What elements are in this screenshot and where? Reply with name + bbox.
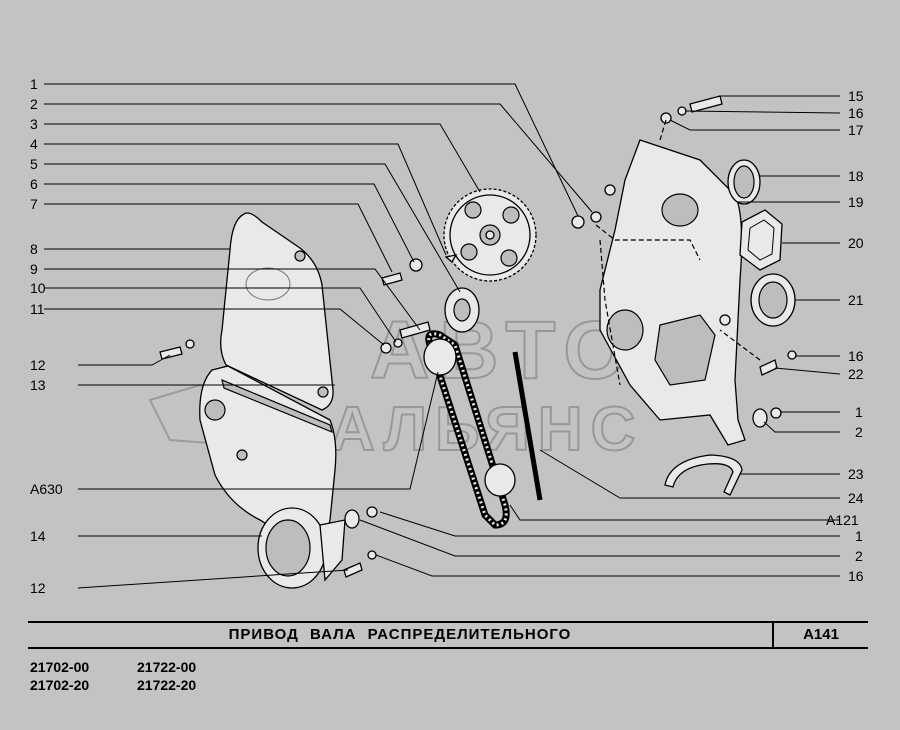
gasket-square [739, 209, 783, 271]
callout-2-right: 2 [855, 424, 863, 440]
tensioner-roller [444, 287, 480, 333]
callout-4: 4 [30, 136, 38, 152]
model-code: 21702-00 [30, 659, 90, 675]
bracket-clip [664, 454, 743, 496]
pulley-shield [257, 507, 346, 589]
callout-8: 8 [30, 241, 38, 257]
callout-16-lower: 16 [848, 568, 864, 584]
leader-lines-right [359, 95, 841, 577]
leader-lines-left [44, 83, 593, 589]
watermark-line1: АВТО [370, 305, 637, 396]
title-divider [772, 623, 774, 647]
callout-7: 7 [30, 196, 38, 212]
exploded-parts-diagram: АВТО АЛЬЯНС [30, 76, 864, 596]
callout-13: 13 [30, 377, 46, 393]
page-title: ПРИВОД ВАЛА РАСПРЕДЕЛИТЕЛЬНОГО [228, 626, 572, 643]
front-timing-cover-lower [199, 365, 337, 546]
assembly-lines [595, 119, 761, 386]
callout-10: 10 [30, 280, 46, 296]
callout-15: 15 [848, 88, 864, 104]
title-bar: ПРИВОД ВАЛА РАСПРЕДЕЛИТЕЛЬНОГО А141 [28, 621, 868, 649]
callouts-left: 1 2 3 4 5 6 7 8 9 10 11 12 13 A630 14 12 [30, 76, 63, 596]
model-code: 21722-00 [137, 659, 197, 675]
callout-2-lower: 2 [855, 548, 863, 564]
callout-a630: A630 [30, 481, 63, 497]
callout-11: 11 [30, 301, 45, 317]
model-list-right: 21722-00 21722-20 [137, 658, 196, 694]
callout-20: 20 [848, 235, 864, 251]
fasteners [159, 95, 797, 578]
callout-1-lower: 1 [855, 528, 863, 544]
callout-16-mid: 16 [848, 348, 864, 364]
callout-12: 12 [30, 357, 46, 373]
callout-22: 22 [848, 366, 864, 382]
callout-17: 17 [848, 122, 864, 138]
oil-seal [727, 159, 761, 205]
callout-19: 19 [848, 194, 864, 210]
callout-23: 23 [848, 466, 864, 482]
model-code: 21722-20 [137, 677, 197, 693]
section-code: А141 [803, 626, 839, 643]
model-list-left: 21702-00 21702-20 [30, 658, 89, 694]
callout-6: 6 [30, 176, 38, 192]
callout-1-right: 1 [855, 404, 863, 420]
rear-timing-cover [599, 139, 746, 446]
callouts-right: 15 16 17 18 19 20 21 16 22 1 2 23 24 A12… [826, 88, 864, 584]
seal-ring-large [750, 273, 796, 327]
camshaft-sprocket [443, 188, 537, 282]
model-code: 21702-20 [30, 677, 90, 693]
front-timing-cover-upper [220, 212, 334, 411]
callout-12-lower: 12 [30, 580, 46, 596]
callout-a121: A121 [826, 512, 859, 528]
callout-1: 1 [30, 76, 38, 92]
callout-9: 9 [30, 261, 38, 277]
callout-14: 14 [30, 528, 46, 544]
callout-18: 18 [848, 168, 864, 184]
timing-belt [423, 330, 543, 529]
callout-2: 2 [30, 96, 38, 112]
callout-3: 3 [30, 116, 38, 132]
callout-24: 24 [848, 490, 864, 506]
callout-5: 5 [30, 156, 38, 172]
callout-21: 21 [848, 292, 864, 308]
callout-16: 16 [848, 105, 864, 121]
